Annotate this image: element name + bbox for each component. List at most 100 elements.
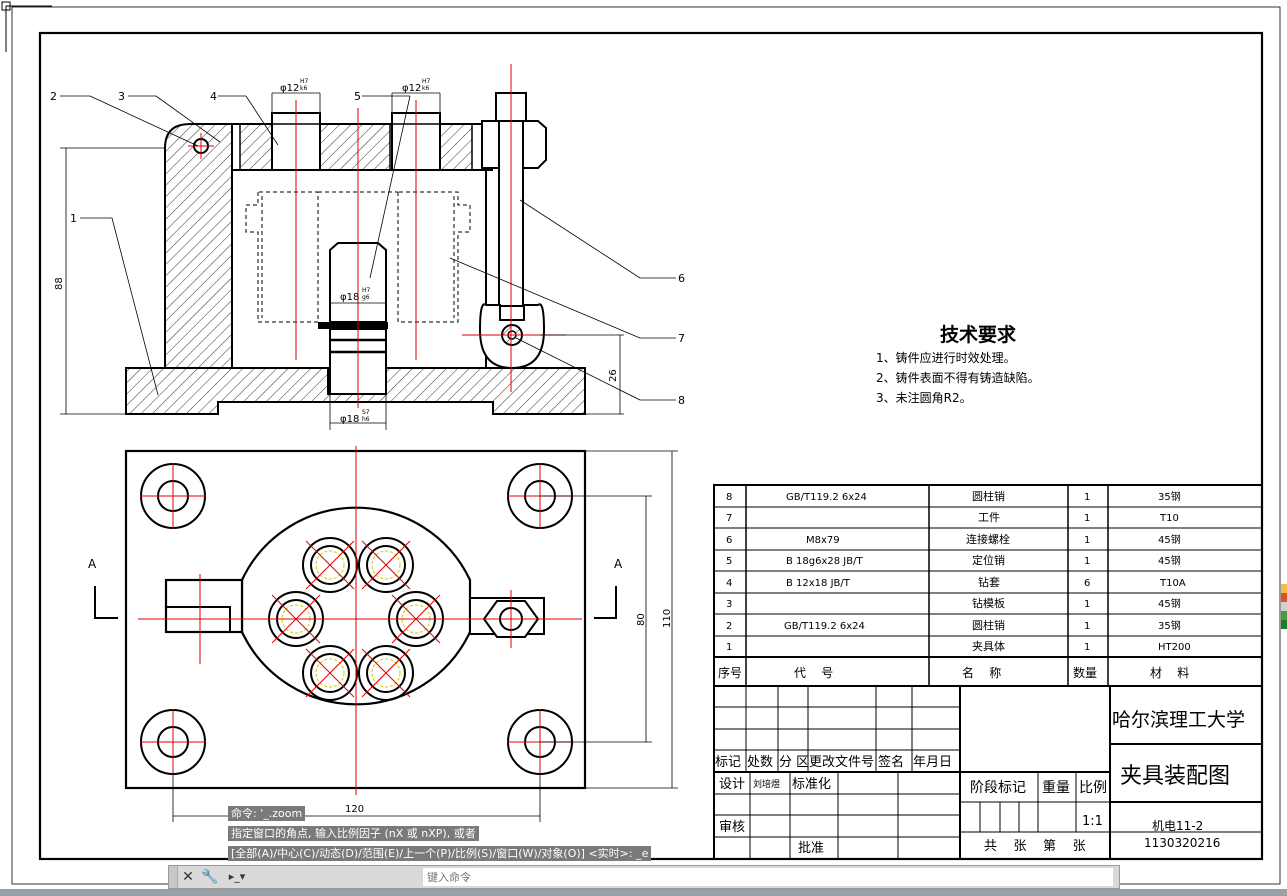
dim-110: 110: [662, 609, 673, 628]
tb-design: 设计: [719, 777, 745, 792]
tech-line-3: 3、未注圆角R2。: [876, 390, 972, 405]
tb-designer: 刘培煜: [753, 778, 780, 790]
tb-review: 审核: [719, 820, 745, 835]
balloon-2: 2: [50, 90, 57, 103]
close-icon[interactable]: ✕: [182, 869, 194, 885]
balloon-4: 4: [210, 90, 217, 103]
rev-h-mark: 标记: [715, 755, 741, 770]
bom-row-2-name: 工件: [978, 511, 1000, 524]
svg-text:S7: S7: [362, 409, 370, 416]
command-history-line-2: 指定窗口的角点, 输入比例因子 (nX 或 nXP), 或者: [228, 826, 479, 841]
svg-text:g6: g6: [362, 294, 370, 301]
tb-title: 夹具装配图: [1120, 764, 1230, 789]
rev-h-doc: 更改文件号: [809, 755, 874, 770]
bom-row-7-name: 圆柱销: [972, 618, 1005, 632]
dim-phi18-base: φ18: [340, 414, 359, 425]
bom-header-code: 代 号: [794, 666, 833, 680]
bom-row-7-mat: 35钢: [1158, 619, 1181, 632]
command-history-line-1: 命令: '_.zoom: [228, 806, 306, 821]
tb-code1: 机电11-2: [1152, 819, 1203, 833]
tech-line-1: 1、铸件应进行时效处理。: [876, 350, 1016, 365]
bom-row-8-name: 夹具体: [972, 639, 1005, 653]
svg-text:H7: H7: [362, 287, 371, 294]
bom-row-6-mat: 45钢: [1158, 597, 1181, 610]
bom-header-no: 序号: [718, 665, 742, 680]
bom-header-mat: 材 料: [1150, 666, 1189, 680]
bom-row-4-mat: 45钢: [1158, 554, 1181, 567]
balloon-7: 7: [678, 332, 685, 345]
bom-row-7-code: GB/T119.2 6x24: [784, 621, 865, 632]
bom-row-5-name: 钻套: [978, 575, 1000, 589]
tb-school: 哈尔滨理工大学: [1112, 709, 1245, 731]
tb-scale: 1:1: [1082, 814, 1103, 829]
tech-requirements: 技术要求 1、铸件应进行时效处理。 2、铸件表面不得有铸造缺陷。 3、未注圆角R…: [876, 323, 1040, 405]
body-hatch-left: [164, 123, 240, 369]
bom-row-4-name: 定位销: [972, 553, 1005, 567]
tb-scale-label: 比例: [1079, 780, 1107, 796]
top-centerlines: [138, 446, 582, 795]
bom-row-5-no: 4: [726, 578, 732, 589]
dim-26: 26: [608, 369, 619, 382]
section-mark-left: A: [88, 557, 97, 571]
bom-row-2-mat: T10: [1159, 513, 1179, 524]
tb-code2: 1130320216: [1144, 836, 1220, 850]
drill-plate-hatch-3: [439, 123, 473, 171]
bom-row-4-code: B 18g6x28 JB/T: [786, 556, 863, 567]
bom-row-8-qty: 1: [1084, 642, 1090, 653]
tech-title: 技术要求: [940, 323, 1017, 346]
bom-row-4-no: 5: [726, 556, 732, 567]
bom-row-1-mat: 35钢: [1158, 490, 1181, 503]
tb-standardize: 标准化: [792, 777, 831, 792]
bom-row-1-code: GB/T119.2 6x24: [786, 492, 867, 503]
workpiece-hidden: [245, 191, 471, 323]
wrench-icon[interactable]: 🔧: [201, 869, 219, 885]
dim-phi18-pin: φ18: [340, 292, 359, 303]
tb-approve: 批准: [798, 841, 824, 856]
bom-row-6-qty: 1: [1084, 599, 1090, 610]
svg-text:H7: H7: [422, 78, 431, 85]
bom-row-7-qty: 1: [1084, 621, 1090, 632]
dim-88: 88: [54, 277, 65, 290]
bom-row-2-qty: 1: [1084, 513, 1090, 524]
dim-80: 80: [636, 613, 647, 626]
rev-h-zone: 分 区: [779, 755, 809, 770]
command-input[interactable]: [423, 868, 1113, 886]
bom-row-6-name: 钻模板: [972, 596, 1005, 610]
bom-header-name: 名 称: [962, 665, 1001, 680]
bom-row-5-code: B 12x18 JB/T: [786, 578, 851, 589]
bom-row-5-qty: 6: [1084, 578, 1090, 589]
tb-sheets: 共 张 第 张: [984, 839, 1086, 854]
command-bar-grip[interactable]: [169, 866, 178, 888]
dim-120: 120: [345, 804, 364, 815]
front-view[interactable]: 2 3 4 5 1 6 7 8 φ12 H7 k6 φ12 H7 k6 φ18 …: [50, 64, 685, 430]
bom-row-1-name: 圆柱销: [972, 489, 1005, 503]
top-view[interactable]: A A: [88, 446, 678, 822]
section-mark-right: A: [614, 557, 623, 571]
bom-row-6-no: 3: [726, 599, 732, 610]
bom-row-5-mat: T10A: [1159, 578, 1186, 589]
ucs-corner: [1, 1, 52, 52]
rev-h-sign: 签名: [878, 754, 904, 770]
dim-phi12-right: φ12: [402, 83, 421, 94]
svg-text:H7: H7: [300, 78, 309, 85]
balloon-3: 3: [118, 90, 125, 103]
right-edge-swatches: [1281, 584, 1287, 629]
title-block-text: 标记 处数 分 区 更改文件号 签名 年月日 设计 刘培煜 标准化 审核 批准 …: [715, 709, 1245, 856]
bottom-status-edge: [0, 889, 1287, 896]
command-line-bar[interactable]: ✕ 🔧 ▸_▾: [168, 865, 1120, 889]
tb-stage: 阶段标记: [970, 780, 1026, 796]
title-block: [713, 685, 1263, 860]
rev-h-count: 处数: [747, 755, 773, 770]
bom-row-2-no: 7: [726, 513, 732, 524]
bom-row-3-no: 6: [726, 535, 732, 546]
rev-h-date: 年月日: [913, 755, 952, 770]
command-prompt-icon[interactable]: ▸_▾: [228, 870, 246, 883]
bom-row-3-mat: 45钢: [1158, 533, 1181, 546]
balloon-6: 6: [678, 272, 685, 285]
bom-row-8-mat: HT200: [1158, 642, 1191, 653]
balloon-1: 1: [70, 212, 77, 225]
balloon-5: 5: [354, 90, 361, 103]
front-centerlines: [188, 64, 566, 408]
bom-row-3-name: 连接螺栓: [966, 532, 1010, 546]
